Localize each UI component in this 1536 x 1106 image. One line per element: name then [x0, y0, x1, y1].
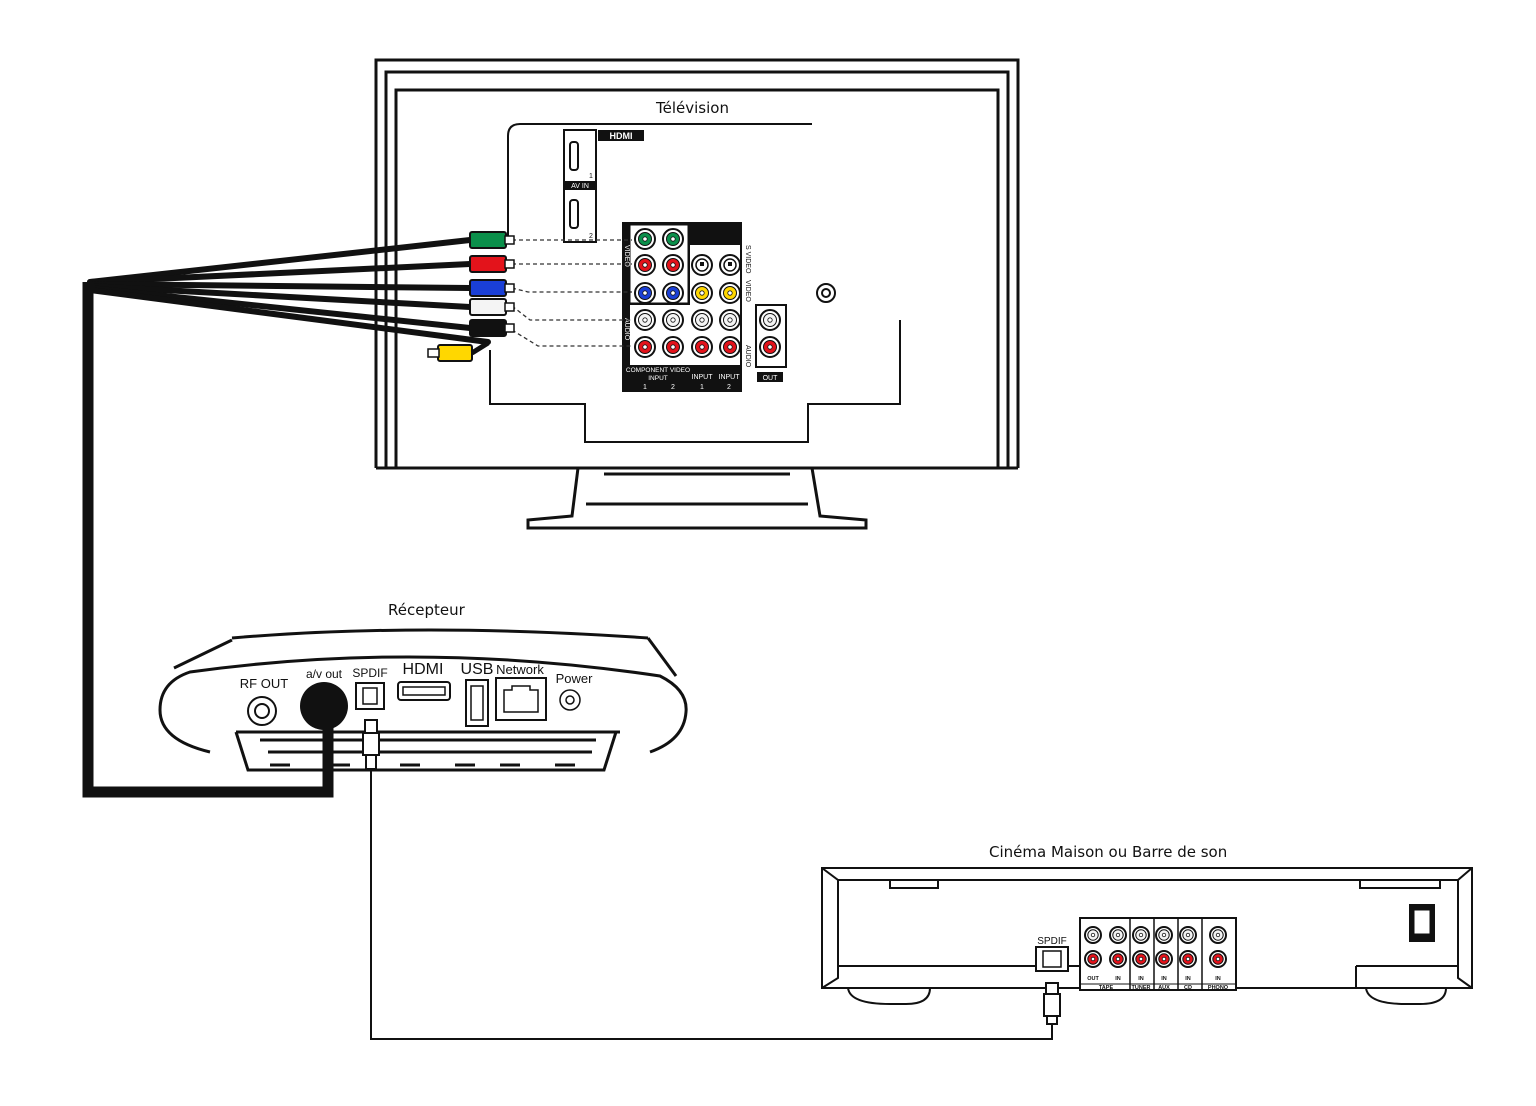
tv-num-4: 2: [727, 384, 731, 391]
white-rca-jack-icon: [1132, 926, 1150, 944]
av-out-jack-icon: [300, 682, 348, 730]
home-cinema-spdif-label: SPDIF: [1037, 936, 1066, 947]
green-rca-plug: [469, 231, 515, 249]
receiver-spdif-label: SPDIF: [352, 666, 387, 680]
receiver-av-out-label: a/v out: [306, 667, 343, 681]
red-rca-jack-icon: [662, 254, 684, 276]
red-rca-jack-icon: [1109, 950, 1127, 968]
tv-jacks: [634, 228, 781, 358]
red-rca-jack-icon: [634, 254, 656, 276]
tv-num-2: 2: [671, 384, 675, 391]
green-rca-jack-icon: [662, 228, 684, 250]
tv-av-panel: VIDEO S VIDEO VIDEO AUDIO AUDIO COMPONEN…: [622, 222, 836, 392]
yellow-rca-jack-icon: [719, 282, 741, 304]
hc-phono-label: PHONO: [1208, 985, 1229, 991]
white-rca-jack-icon: [1109, 926, 1127, 944]
tv-component-label-2: INPUT: [648, 375, 668, 382]
hc-in-label-2: IN: [1138, 976, 1144, 982]
tv-out-label: OUT: [763, 375, 779, 382]
tv-num-1: 1: [643, 384, 647, 391]
red-rca-jack-icon: [1155, 950, 1173, 968]
receiver-title: Récepteur: [388, 601, 465, 619]
receiver-power-label: Power: [556, 671, 594, 686]
receiver-usb-label: USB: [461, 661, 494, 678]
hdmi-port-icon: [569, 199, 579, 229]
hc-in-label-1: IN: [1115, 976, 1121, 982]
receiver: [158, 628, 688, 772]
red-rca-plug: [469, 255, 515, 273]
tv-hdmi-port-1-label: 1: [589, 173, 593, 180]
tv-video-label: VIDEO: [623, 245, 630, 267]
white-rca-jack-icon: [1155, 926, 1173, 944]
black-rca-plug: [469, 319, 515, 337]
hc-in-label-3: IN: [1161, 976, 1167, 982]
s-video-jack-icon: [719, 254, 741, 276]
tv-hdmi-port-2-label: 2: [589, 233, 593, 240]
tv-input-label-1: INPUT: [692, 374, 714, 381]
blue-rca-jack-icon: [634, 282, 656, 304]
hc-tape-label: TAPE: [1099, 985, 1114, 991]
hdmi-port-icon: [569, 141, 579, 171]
s-video-jack-icon: [691, 254, 713, 276]
white-rca-plug: [469, 298, 515, 316]
tv-dashed-guides: [511, 239, 632, 347]
red-rca-jack-icon: [1132, 950, 1150, 968]
red-rca-jack-icon: [1209, 950, 1227, 968]
tv-input-label-2: INPUT: [719, 374, 741, 381]
red-rca-jack-icon: [634, 336, 656, 358]
red-rca-jack-icon: [719, 336, 741, 358]
receiver-network-label: Network: [496, 662, 544, 677]
receiver-hdmi-label: HDMI: [403, 661, 444, 678]
home-cinema-jacks: [1084, 926, 1227, 968]
tv-video2-label: VIDEO: [744, 280, 751, 302]
component-cable-bundle: [82, 237, 491, 798]
rca-plugs: [427, 231, 515, 362]
receiver-ports: RF OUT a/v out SPDIF HDMI USB Network Po…: [240, 661, 593, 730]
hc-tuner-label: TUNER: [1132, 985, 1151, 991]
red-rca-jack-icon: [759, 336, 781, 358]
red-rca-jack-icon: [1084, 950, 1102, 968]
hc-cd-label: CD: [1184, 985, 1192, 991]
home-cinema-title: Cinéma Maison ou Barre de son: [989, 843, 1228, 861]
hc-in-label-5: IN: [1215, 976, 1221, 982]
tv-title: Télévision: [656, 99, 729, 117]
white-rca-jack-icon: [759, 309, 781, 331]
tv-num-3: 1: [700, 384, 704, 391]
optical-cable: [362, 719, 1061, 1040]
tv-s-video-label: S VIDEO: [744, 245, 751, 274]
white-rca-jack-icon: [691, 309, 713, 331]
white-rca-jack-icon: [719, 309, 741, 331]
tv-audio-label-right: AUDIO: [744, 345, 751, 368]
tv-hdmi-ports: HDMI 1 AV IN 2: [563, 129, 644, 243]
white-rca-jack-icon: [1084, 926, 1102, 944]
red-rca-jack-icon: [662, 336, 684, 358]
tv-audio-label-left: AUDIO: [623, 318, 630, 341]
tv-av-in-label: AV IN: [571, 183, 589, 190]
blue-rca-jack-icon: [662, 282, 684, 304]
tv-hdmi-logo: HDMI: [610, 131, 633, 141]
yellow-rca-plug: [427, 340, 490, 362]
blue-rca-plug: [469, 279, 515, 297]
red-rca-jack-icon: [1179, 950, 1197, 968]
white-rca-jack-icon: [634, 309, 656, 331]
red-rca-jack-icon: [691, 336, 713, 358]
hc-in-label-4: IN: [1185, 976, 1191, 982]
green-rca-jack-icon: [634, 228, 656, 250]
tv-component-label-1: COMPONENT VIDEO: [626, 367, 690, 374]
receiver-rf-out-label: RF OUT: [240, 676, 288, 691]
hc-out-label: OUT: [1087, 976, 1099, 982]
white-rca-jack-icon: [1179, 926, 1197, 944]
hc-aux-label: AUX: [1158, 985, 1170, 991]
yellow-rca-jack-icon: [691, 282, 713, 304]
white-rca-jack-icon: [1209, 926, 1227, 944]
white-rca-jack-icon: [662, 309, 684, 331]
